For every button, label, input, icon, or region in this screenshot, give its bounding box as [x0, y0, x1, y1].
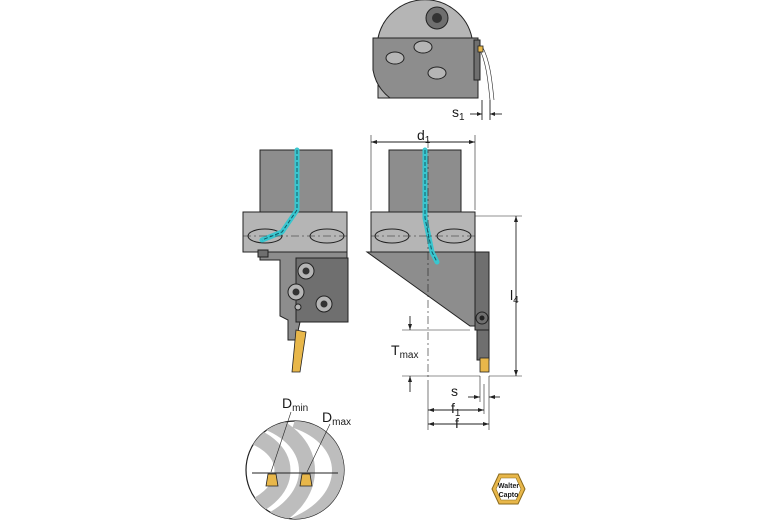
- logo-line1: Walter: [498, 483, 519, 490]
- face-groove-detail: [245, 411, 345, 520]
- walter-capto-logo: Walter Capto: [491, 473, 526, 505]
- l4-label: l4: [510, 287, 519, 306]
- dmax-label: Dmax: [322, 409, 351, 428]
- front-view: [365, 135, 522, 430]
- dmin-label: Dmin: [282, 395, 308, 414]
- f-label: f: [455, 415, 459, 431]
- s1-label: s1: [452, 104, 465, 123]
- logo-line2: Capto: [499, 492, 519, 499]
- s-label: s: [451, 383, 458, 399]
- f1-label: f1: [451, 400, 461, 419]
- d1-label: d1: [417, 127, 431, 146]
- tmax-label: Tmax: [391, 342, 418, 361]
- side-view: [242, 147, 349, 373]
- top-view: [372, 0, 502, 120]
